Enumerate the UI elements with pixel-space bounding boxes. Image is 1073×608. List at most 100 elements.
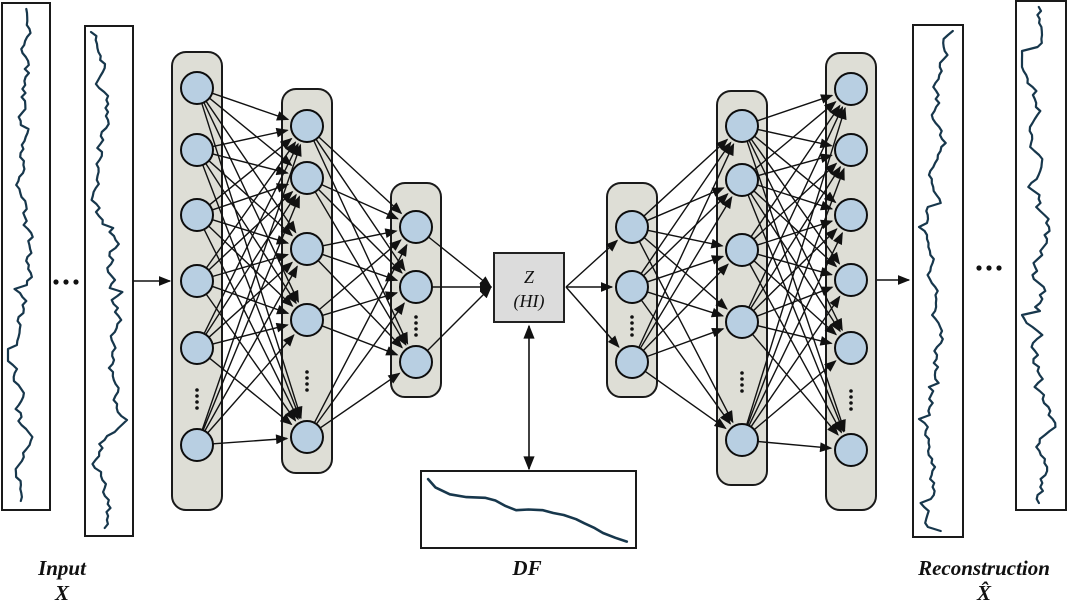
connection-line bbox=[640, 141, 732, 275]
connection-line bbox=[322, 228, 398, 247]
df-label: DF bbox=[467, 556, 587, 581]
decoder-layer-1 bbox=[615, 210, 649, 379]
input-signal-panel-1-trace bbox=[6, 7, 34, 503]
connection-line bbox=[746, 167, 845, 426]
z-label: Z bbox=[524, 267, 535, 287]
connection-line bbox=[313, 140, 409, 345]
output-signal-panel-1-frame bbox=[912, 24, 964, 538]
neuron-node bbox=[180, 428, 214, 462]
connection-line bbox=[639, 196, 733, 349]
vertical-ellipsis-dot bbox=[195, 406, 199, 410]
neuron-node bbox=[290, 232, 324, 266]
vertical-ellipsis-dot bbox=[305, 382, 309, 386]
input-label-line1: Input bbox=[38, 556, 86, 580]
df-curve bbox=[426, 477, 629, 543]
connection-line bbox=[208, 97, 293, 167]
connection-line bbox=[319, 372, 401, 429]
connection-line bbox=[643, 193, 729, 277]
vertical-ellipsis-dot bbox=[849, 395, 853, 399]
vertical-ellipsis-dot bbox=[740, 371, 744, 375]
connection-line bbox=[212, 127, 289, 148]
connection-line bbox=[747, 194, 845, 433]
neuron-node bbox=[290, 303, 324, 337]
connection-line bbox=[321, 325, 399, 356]
connection-line bbox=[318, 136, 403, 215]
hi-label: (HI) bbox=[514, 291, 545, 312]
output-signal-panel-1-trace bbox=[917, 29, 954, 533]
input-signal-panel-1-frame bbox=[1, 2, 51, 511]
df-plot bbox=[420, 470, 637, 549]
connection-line bbox=[321, 183, 399, 220]
vertical-ellipsis-dot bbox=[630, 315, 634, 319]
connection-line bbox=[750, 295, 841, 428]
neuron-node bbox=[834, 198, 868, 232]
connection-line bbox=[646, 291, 725, 318]
output-signal-panel-2 bbox=[1015, 0, 1067, 511]
reconstruction-label-line1: Reconstruction bbox=[918, 556, 1050, 580]
connection-line bbox=[756, 94, 834, 122]
connection-line bbox=[750, 104, 841, 238]
input-signal-panel-2-frame bbox=[84, 25, 134, 537]
vertical-ellipsis-dot bbox=[414, 321, 418, 325]
connection-line bbox=[322, 291, 399, 317]
ellipsis-dot bbox=[976, 265, 982, 271]
connection-line bbox=[313, 243, 408, 424]
connection-line bbox=[753, 190, 838, 268]
neuron-node bbox=[834, 433, 868, 467]
decoder-layer-3 bbox=[834, 72, 868, 467]
neuron-node bbox=[725, 423, 759, 457]
decoder-layer-2 bbox=[725, 109, 759, 457]
connection-line bbox=[640, 299, 732, 425]
neuron-node bbox=[399, 270, 433, 304]
connection-line bbox=[638, 142, 735, 348]
ellipsis-dots-right bbox=[976, 265, 1002, 271]
neuron-node bbox=[180, 198, 214, 232]
connection-line bbox=[750, 165, 841, 309]
connection-line bbox=[646, 187, 725, 222]
vertical-ellipsis-dot bbox=[414, 327, 418, 331]
neuron-node bbox=[834, 133, 868, 167]
connection-line bbox=[756, 184, 834, 211]
encoder-layer-3 bbox=[399, 210, 433, 379]
connection-line bbox=[751, 333, 839, 436]
latent-z-box: Z (HI) bbox=[493, 252, 565, 323]
connection-line bbox=[757, 325, 833, 346]
input-signal-panel-1 bbox=[1, 2, 51, 511]
neuron-node bbox=[615, 270, 649, 304]
connection-line bbox=[748, 105, 844, 308]
connection-line bbox=[205, 193, 297, 335]
output-signal-panel-1 bbox=[912, 24, 964, 538]
encoder-layer-1 bbox=[180, 71, 214, 462]
vertical-ellipsis-dot bbox=[849, 407, 853, 411]
neuron-node bbox=[180, 331, 214, 365]
encoder-to-z-line bbox=[428, 236, 492, 288]
connection-line bbox=[208, 137, 293, 206]
connection-line bbox=[212, 434, 289, 445]
connection-line bbox=[643, 138, 729, 217]
vertical-ellipsis-dot bbox=[849, 401, 853, 405]
neuron-node bbox=[180, 71, 214, 105]
neuron-node bbox=[399, 345, 433, 379]
neuron-node bbox=[290, 161, 324, 195]
z-to-decoder-line bbox=[565, 239, 619, 288]
connection-line bbox=[757, 440, 833, 453]
arrows-and-dots bbox=[53, 265, 1002, 471]
neuron-node bbox=[725, 109, 759, 143]
vertical-ellipsis-dot bbox=[414, 333, 418, 337]
connection-line bbox=[203, 142, 299, 335]
vertical-ellipsis-dot bbox=[195, 394, 199, 398]
ellipsis-dot bbox=[63, 279, 69, 285]
ellipsis-dot bbox=[73, 279, 79, 285]
connection-line bbox=[748, 140, 843, 332]
connection-line bbox=[757, 153, 833, 177]
connection-line bbox=[205, 163, 297, 305]
connection-line bbox=[205, 293, 297, 422]
neuron-node bbox=[180, 133, 214, 167]
connection-line bbox=[211, 92, 290, 121]
connection-lines bbox=[201, 92, 847, 453]
connection-line bbox=[749, 263, 843, 434]
neuron-node bbox=[834, 72, 868, 106]
connection-line bbox=[315, 302, 405, 425]
connection-line bbox=[646, 327, 725, 358]
